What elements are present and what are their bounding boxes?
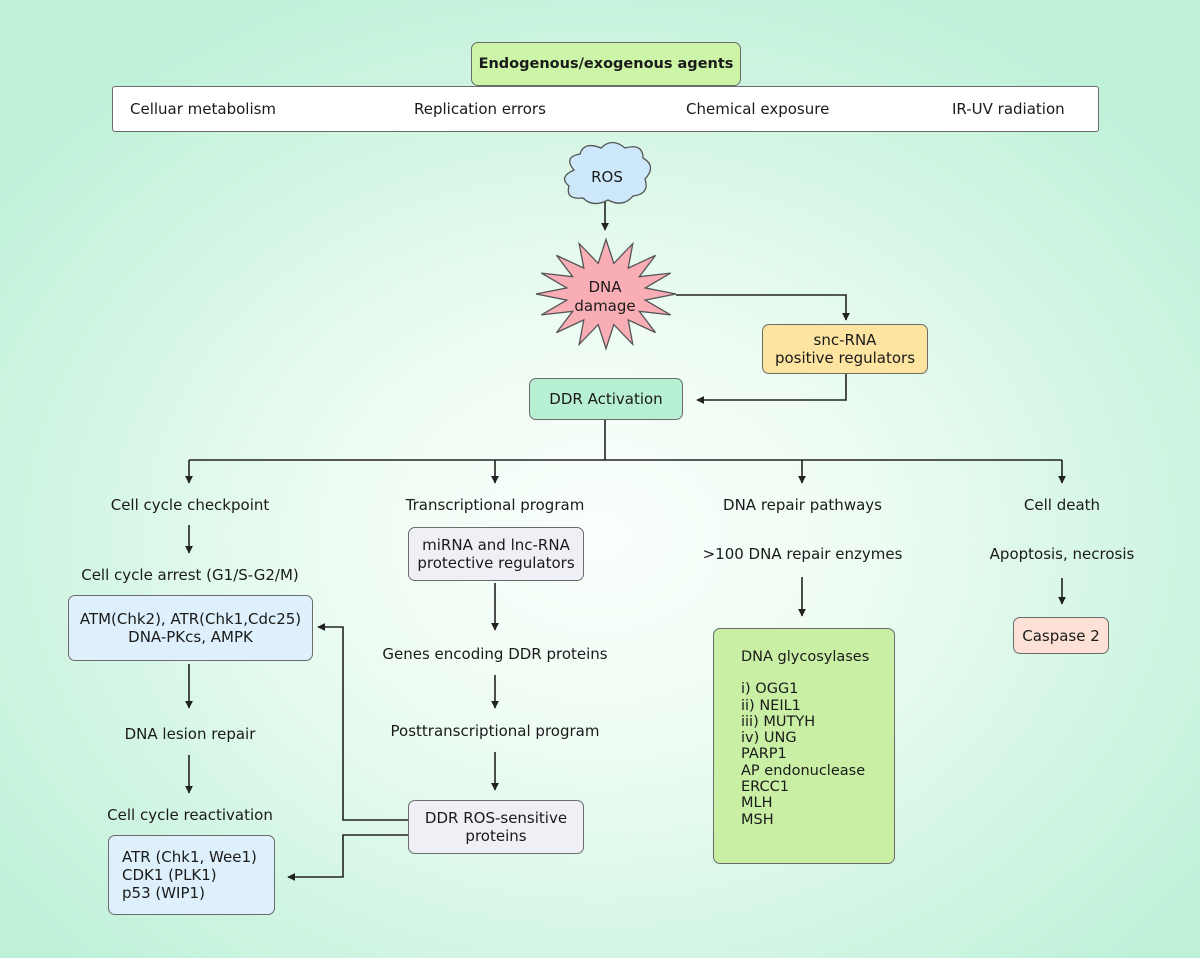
apoptosis-necrosis-label: Apoptosis, necrosis — [989, 545, 1135, 563]
dna-glycosylases-box: DNA glycosylases i) OGG1 ii) NEIL1 iii) … — [713, 628, 895, 864]
enzyme-item: MLH — [741, 795, 773, 812]
ros-label: ROS — [591, 168, 623, 186]
ros-cloud — [563, 141, 652, 205]
dna-damage-label: DNA damage — [574, 278, 636, 315]
dna-repair-pathways-label: DNA repair pathways — [723, 496, 882, 514]
ddr-activation-box: DDR Activation — [529, 378, 683, 420]
enzyme-item: PARP1 — [741, 746, 787, 763]
protective-regulators-box: miRNA and lnc-RNA protective regulators — [408, 527, 584, 581]
enzyme-item: MSH — [741, 811, 774, 828]
checkpoint-kinases-box: ATM(Chk2), ATR(Chk1,Cdc25) DNA-PKcs, AMP… — [68, 595, 313, 661]
enzyme-item: iv) UNG — [741, 730, 797, 747]
cell-cycle-arrest-label: Cell cycle arrest (G1/S-G2/M) — [81, 566, 299, 584]
enzyme-item: iii) MUTYH — [741, 713, 816, 730]
arrow-proteins-to-reactivation — [287, 834, 408, 881]
source-replication-errors: Replication errors — [414, 100, 546, 118]
agents-title: Endogenous/exogenous agents — [478, 56, 734, 72]
cell-cycle-reactivation-label: Cell cycle reactivation — [107, 806, 273, 824]
source-ir-uv-radiation: IR-UV radiation — [952, 100, 1065, 118]
dna-lesion-repair-label: DNA lesion repair — [124, 725, 256, 743]
snc-rna-line-1: snc-RNA — [813, 331, 877, 349]
damage-sources-box — [112, 86, 1099, 132]
arrow-dna-to-snc — [676, 294, 850, 321]
caspase-2-box: Caspase 2 — [1013, 617, 1109, 654]
arrow-proteins-to-kinases — [317, 623, 408, 821]
cell-death-label: Cell death — [1023, 496, 1101, 514]
arrow-snc-to-ddr — [696, 374, 847, 404]
transcriptional-program-label: Transcriptional program — [405, 496, 585, 514]
enzyme-item: ERCC1 — [741, 779, 789, 796]
ros-sensitive-proteins-box: DDR ROS-sensitive proteins — [408, 800, 584, 854]
dna-damage-burst — [535, 237, 677, 351]
genes-encoding-ddr-label: Genes encoding DDR proteins — [382, 645, 608, 663]
source-cellular-metabolism: Celluar metabolism — [130, 100, 277, 118]
repair-enzymes-label: >100 DNA repair enzymes — [702, 545, 903, 563]
glycosylases-title: DNA glycosylases — [741, 649, 870, 665]
cell-cycle-checkpoint-label: Cell cycle checkpoint — [110, 496, 270, 514]
enzyme-item: ii) NEIL1 — [741, 697, 801, 714]
posttranscriptional-program-label: Posttranscriptional program — [390, 722, 600, 740]
snc-rna-box: snc-RNA positive regulators — [762, 324, 928, 374]
source-chemical-exposure: Chemical exposure — [686, 100, 830, 118]
enzyme-item: AP endonuclease — [741, 762, 866, 779]
enzyme-item: i) OGG1 — [741, 681, 799, 698]
reactivation-factors-box: ATR (Chk1, Wee1) CDK1 (PLK1) p53 (WIP1) — [108, 835, 275, 915]
ddr-activation-label: DDR Activation — [549, 390, 663, 408]
snc-rna-line-2: positive regulators — [774, 349, 916, 367]
caspase-2-label: Caspase 2 — [1022, 626, 1100, 645]
endogenous-exogenous-agents-box: Endogenous/exogenous agents — [471, 42, 741, 86]
